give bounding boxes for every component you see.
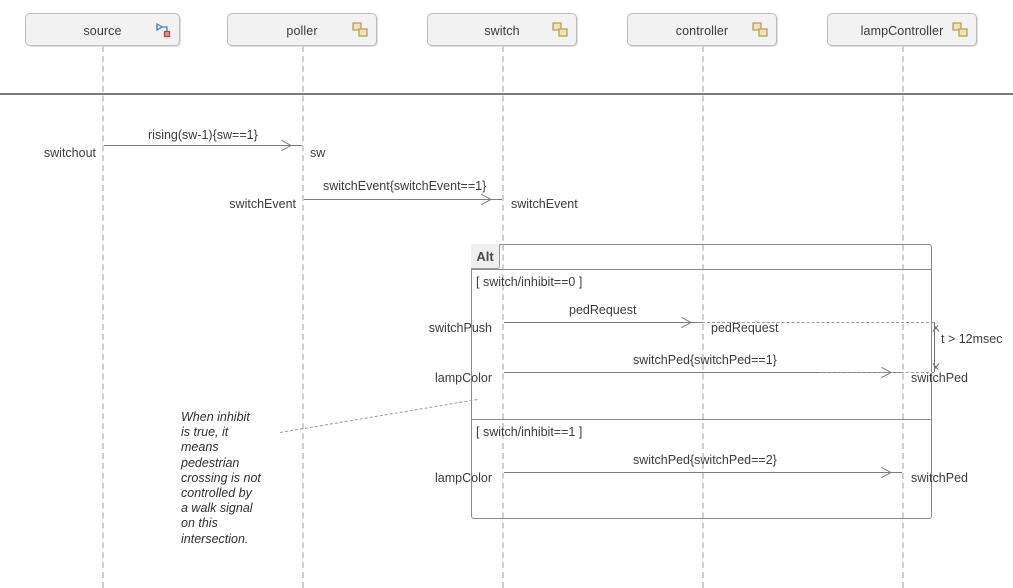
message-source-port-label: lampColor bbox=[435, 371, 492, 385]
lifeline-poller bbox=[302, 46, 304, 588]
message-source-port-label: switchEvent bbox=[229, 197, 296, 211]
message-target-port-label: switchPed bbox=[911, 471, 968, 485]
alt-fragment[interactable] bbox=[471, 244, 932, 519]
alt-fragment-guard-1: [ switch/inhibit==1 ] bbox=[476, 425, 583, 439]
component-icon bbox=[751, 21, 769, 39]
message-label: pedRequest bbox=[569, 303, 637, 317]
note-leader-line bbox=[280, 398, 478, 433]
lifeline-source bbox=[102, 46, 104, 588]
diagram-note: When inhibit is true, it means pedestria… bbox=[181, 410, 261, 546]
lifeline-header-switch[interactable]: switch bbox=[427, 13, 577, 46]
message-target-port-label: switchPed bbox=[911, 371, 968, 385]
lifeline-header-source[interactable]: source bbox=[25, 13, 180, 46]
lifeline-lampcontroller bbox=[902, 46, 904, 588]
alt-fragment-operand-divider bbox=[471, 269, 932, 270]
lifeline-header-controller[interactable]: controller bbox=[627, 13, 777, 46]
alt-fragment-operand-divider bbox=[471, 419, 932, 420]
alt-fragment-guard-0: [ switch/inhibit==0 ] bbox=[476, 275, 583, 289]
message-line bbox=[104, 145, 302, 146]
component-icon bbox=[551, 21, 569, 39]
alt-fragment-operator-label: Alt bbox=[476, 248, 494, 264]
message-target-port-label: sw bbox=[310, 146, 326, 160]
lifeline-header-poller[interactable]: poller bbox=[227, 13, 377, 46]
message-line bbox=[504, 322, 702, 323]
alt-fragment-operator-tab: Alt bbox=[471, 244, 500, 269]
lifeline-switch bbox=[502, 46, 504, 588]
port-flow-icon bbox=[154, 21, 172, 39]
lifeline-label: source bbox=[83, 23, 122, 38]
lifeline-label: poller bbox=[286, 23, 318, 38]
message-line bbox=[504, 472, 902, 473]
message-target-port-label: pedRequest bbox=[711, 321, 779, 335]
lifeline-controller bbox=[702, 46, 704, 588]
component-icon bbox=[351, 21, 369, 39]
component-icon bbox=[951, 21, 969, 39]
message-source-port-label: switchPush bbox=[428, 321, 492, 335]
lifeline-label: controller bbox=[675, 23, 729, 38]
message-target-port-label: switchEvent bbox=[511, 197, 578, 211]
timing-tick-lower bbox=[820, 372, 934, 373]
diagram-top-separator bbox=[0, 93, 1013, 95]
message-line bbox=[504, 372, 902, 373]
message-source-port-label: switchout bbox=[43, 146, 96, 160]
timing-measure-bar bbox=[934, 322, 935, 372]
message-label: rising(sw-1){sw==1} bbox=[148, 128, 258, 142]
lifeline-label: switch bbox=[484, 23, 520, 38]
timing-tick-upper bbox=[702, 322, 934, 323]
timing-constraint-label: t > 12msec bbox=[941, 332, 1003, 346]
message-label: switchPed{switchPed==1} bbox=[633, 353, 777, 367]
message-label: switchPed{switchPed==2} bbox=[633, 453, 777, 467]
message-line bbox=[304, 199, 502, 200]
message-source-port-label: lampColor bbox=[435, 471, 492, 485]
lifeline-label: lampController bbox=[860, 23, 944, 38]
lifeline-header-lampcontroller[interactable]: lampController bbox=[827, 13, 977, 46]
message-label: switchEvent{switchEvent==1} bbox=[323, 179, 487, 193]
